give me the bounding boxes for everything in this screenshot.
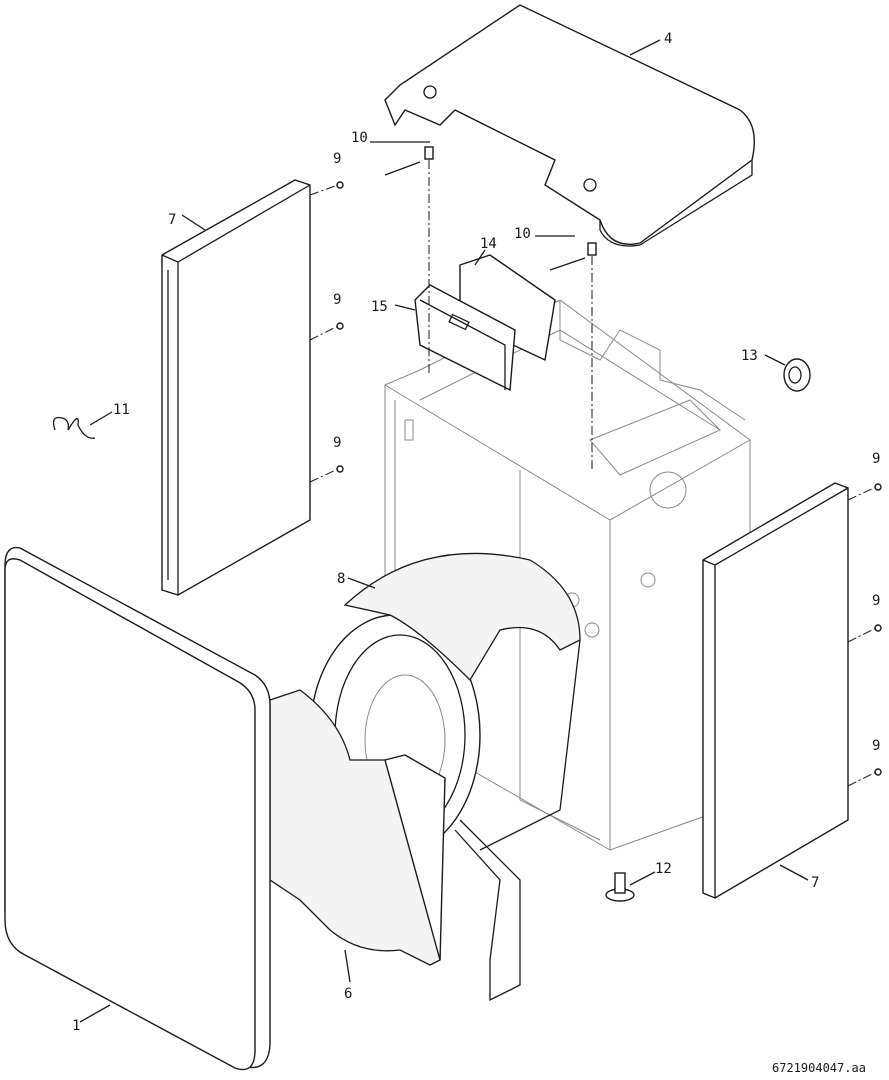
top-cover: [384, 4, 755, 247]
grommet: [783, 358, 811, 392]
callout-12: 12: [655, 861, 672, 877]
callout-9: 9: [872, 738, 880, 754]
callout-13: 13: [741, 348, 758, 364]
foot: [605, 872, 635, 902]
side-panel-left: [161, 179, 311, 596]
callout-10: 10: [351, 130, 368, 146]
callout-7-right: 7: [811, 875, 819, 891]
callout-14: 14: [480, 236, 497, 252]
callout-9: 9: [872, 593, 880, 609]
callouts: 1 4 6 7 7 8 9 9 9 9 9 9 10 10 11 12 13 1…: [72, 31, 880, 1075]
callout-9: 9: [333, 435, 341, 451]
callout-10: 10: [514, 226, 531, 242]
callout-9: 9: [333, 151, 341, 167]
callout-4: 4: [664, 31, 672, 47]
control-box: [414, 284, 516, 392]
side-panel-right: [702, 482, 849, 899]
callout-11: 11: [113, 402, 130, 418]
front-insulation: [269, 689, 521, 1002]
screws: [336, 146, 882, 776]
callout-1: 1: [72, 1018, 80, 1034]
callout-8: 8: [337, 571, 345, 587]
callout-9: 9: [333, 292, 341, 308]
callout-9: 9: [872, 451, 880, 467]
drawing-number: 6721904047.aa: [772, 1061, 866, 1075]
leader-lines: [79, 39, 809, 1023]
front-panel: [4, 546, 271, 1071]
callout-6: 6: [344, 986, 352, 1002]
callout-15: 15: [371, 299, 388, 315]
clip: [52, 416, 96, 439]
callout-7-left: 7: [168, 212, 176, 228]
assembly-lines: [309, 160, 877, 787]
